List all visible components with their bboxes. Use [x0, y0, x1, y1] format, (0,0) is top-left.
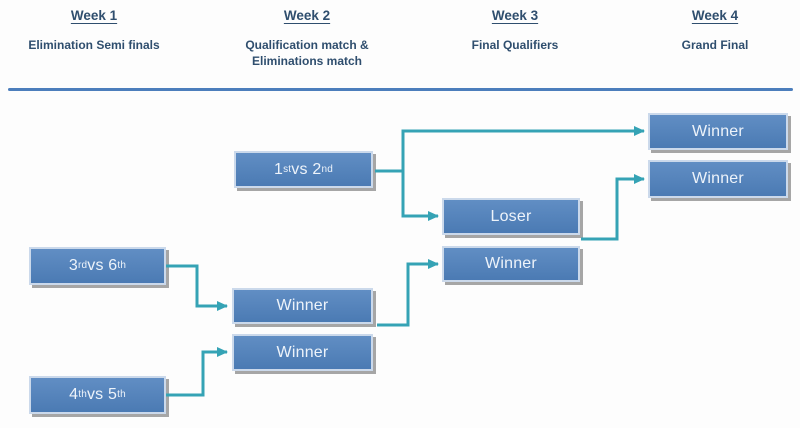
- connector-3v6-to-week2-winner: [166, 264, 228, 311]
- header-divider-line: [8, 88, 793, 91]
- connector-eliminations-winner-to-final-qualifier: [377, 259, 439, 327]
- week-column-2: Week 2 Qualification match & Elimination…: [216, 8, 398, 69]
- week-1-subtitle: Elimination Semi finals: [28, 38, 160, 52]
- week3-loser-box: Loser: [442, 198, 580, 235]
- week-2-subtitle: Qualification match & Eliminations match: [245, 38, 369, 68]
- week-column-4: Week 4 Grand Final: [624, 8, 800, 53]
- week-4-title: Week 4: [691, 8, 739, 23]
- week4-winner-top-box: Winner: [648, 113, 788, 150]
- week-2-title: Week 2: [283, 8, 331, 23]
- week2-winner-top-box: Winner: [232, 288, 373, 324]
- connector-1v2-loser-to-final-qualifier: [401, 171, 439, 221]
- connector-4v5-to-week2-winner: [166, 347, 228, 397]
- week-column-3: Week 3 Final Qualifiers: [424, 8, 606, 53]
- connector-1v2-winner-to-grand-final: [375, 126, 645, 173]
- connector-final-qualifier-winner-to-grand-final: [581, 174, 645, 241]
- week-column-1: Week 1 Elimination Semi finals: [5, 8, 183, 53]
- week-3-subtitle: Final Qualifiers: [471, 38, 559, 52]
- week-1-title: Week 1: [70, 8, 118, 23]
- week-4-subtitle: Grand Final: [681, 38, 749, 52]
- week-3-title: Week 3: [491, 8, 539, 23]
- week3-winner-box: Winner: [442, 246, 580, 282]
- week2-winner-bottom-box: Winner: [232, 334, 373, 371]
- week4-winner-bottom-box: Winner: [648, 160, 788, 198]
